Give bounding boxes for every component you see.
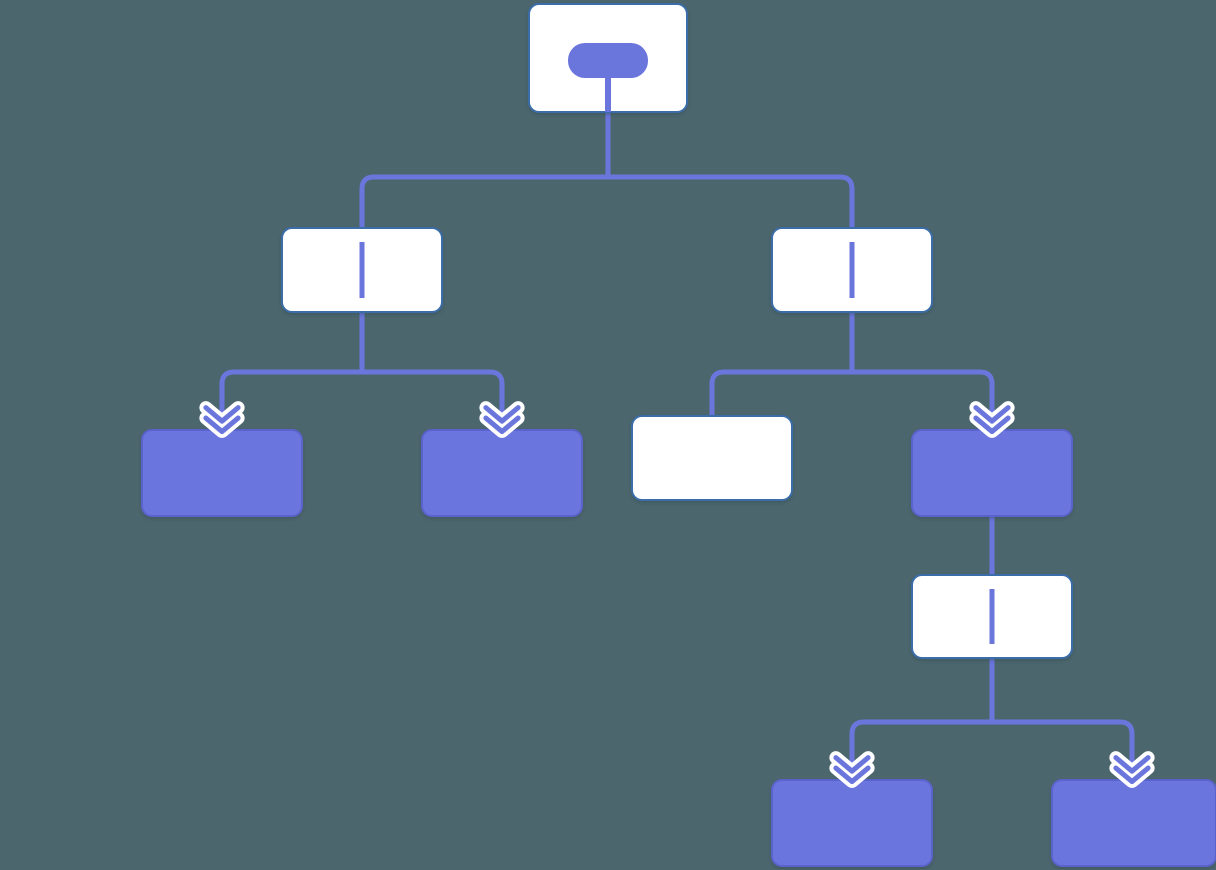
edge-level4-to-leaf4-arrowhead (1113, 755, 1151, 785)
edge-level2right-to-purple-arrowhead-stroke-0 (973, 405, 1011, 424)
edge-root-to-level2-left (359, 112, 611, 228)
edge-level4-to-leaf4-arrowhead-stroke-0 (1113, 755, 1151, 774)
level3-leaf-1[interactable] (141, 429, 303, 517)
edge-level2right-to-purple-arrowhead (973, 405, 1011, 435)
edge-level2right-to-purple (849, 312, 995, 430)
root-pill-stem (605, 60, 611, 112)
edge-level2right-to-purple-arrowhead-stroke-1 (973, 415, 1011, 435)
level3-node-purple-parent-box[interactable] (911, 429, 1073, 517)
edge-level4-to-leaf3-arrowhead-stroke-1 (833, 765, 871, 785)
edge-level4-to-leaf3-arrowhead-stroke-0 (833, 755, 871, 774)
level5-leaf-2-box[interactable] (1051, 779, 1216, 867)
level3-leaf-2[interactable] (421, 429, 583, 517)
level3-node-white[interactable] (631, 415, 793, 501)
edge-root-to-level2-right (605, 112, 855, 228)
node-layer (141, 3, 1216, 867)
level3-node-white-box[interactable] (631, 415, 793, 501)
level3-leaf-1-box[interactable] (141, 429, 303, 517)
level3-node-purple-parent[interactable] (911, 429, 1073, 517)
edge-level2left-to-leaf2-arrowhead (483, 405, 521, 435)
level2-node-left[interactable] (281, 227, 443, 313)
edge-level2left-to-leaf2-arrowhead-stroke-0 (483, 405, 521, 424)
edge-level4-to-leaf3 (849, 658, 995, 780)
root-node[interactable] (528, 3, 688, 113)
level5-leaf-2[interactable] (1051, 779, 1216, 867)
edge-level2left-to-leaf2 (359, 312, 505, 430)
edge-level2left-to-leaf1-arrowhead (203, 405, 241, 435)
edge-level2left-to-leaf1 (219, 312, 365, 430)
level2-node-right[interactable] (771, 227, 933, 313)
edge-level4-to-leaf4-arrowhead-stroke-1 (1113, 765, 1151, 785)
level3-leaf-2-box[interactable] (421, 429, 583, 517)
edge-level2left-to-leaf1-arrowhead-stroke-1 (203, 415, 241, 435)
edge-level4-to-leaf3-arrowhead (833, 755, 871, 785)
edge-layer (219, 112, 1135, 780)
edge-level4-to-leaf4 (989, 658, 1135, 780)
arrow-layer (199, 401, 1155, 789)
edge-level2right-to-white (709, 312, 855, 416)
root-pill-badge[interactable] (568, 43, 648, 78)
level5-leaf-1-box[interactable] (771, 779, 933, 867)
level5-leaf-1[interactable] (771, 779, 933, 867)
level4-node-white[interactable] (911, 574, 1073, 659)
edge-level2left-to-leaf2-arrowhead-stroke-1 (483, 415, 521, 435)
edge-level2left-to-leaf1-arrowhead-stroke-0 (203, 405, 241, 424)
